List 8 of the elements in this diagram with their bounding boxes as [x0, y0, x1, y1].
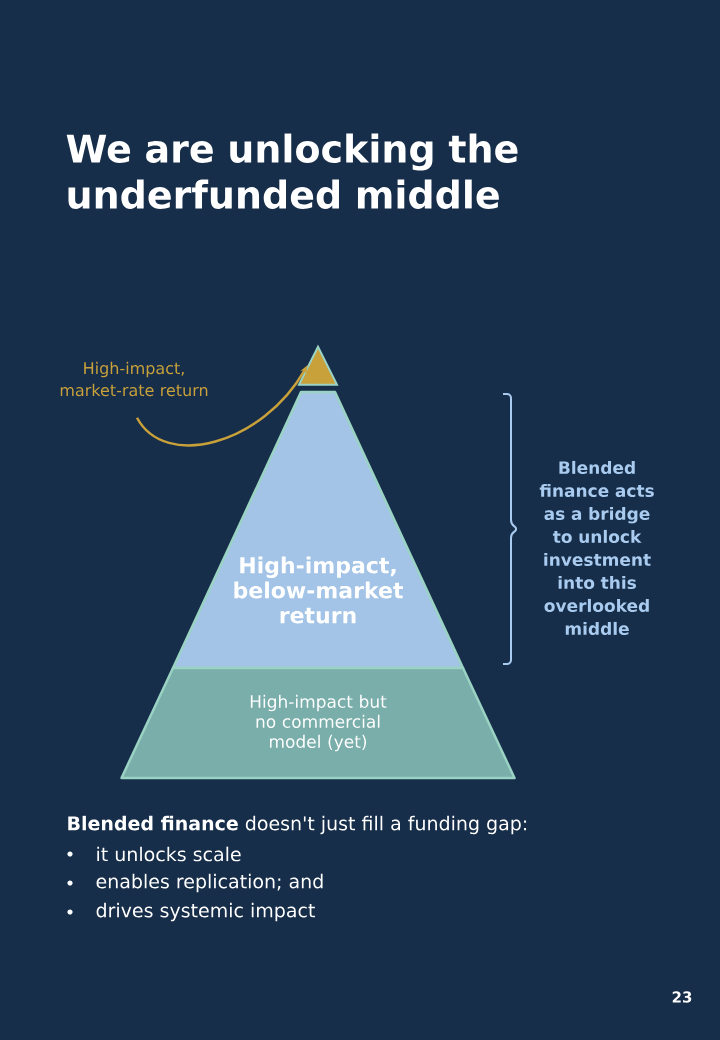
- bullet-text: drives systemic impact: [96, 902, 315, 922]
- bracket-text: Blended finance acts as a bridge to unlock investment into this overlooked middle: [539, 460, 654, 636]
- bullet-text: it unlocks scale: [97, 846, 241, 862]
- page-number: 23: [672, 991, 692, 1003]
- title: We are unlocking the underfunded middle: [66, 133, 518, 209]
- bullet-text: enables replication; and: [96, 873, 323, 893]
- pyramid-tier: High-impact but no commercial model (yet): [120, 666, 516, 780]
- intro-text: Blended finance doesn't just fill a funding gap:: [68, 815, 527, 835]
